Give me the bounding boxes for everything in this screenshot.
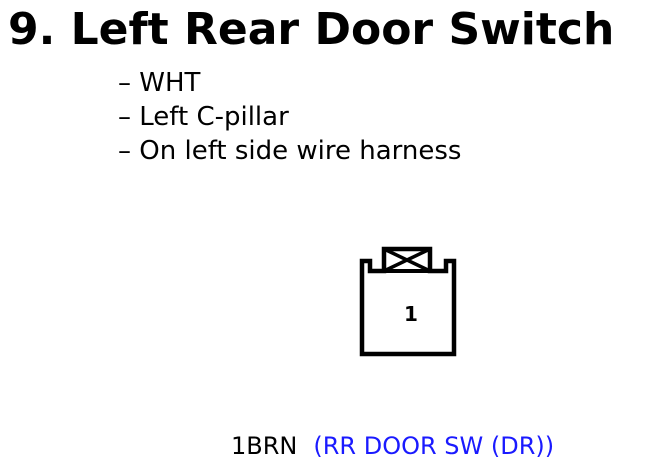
connector-latch-cross-b [383,247,431,273]
connector-location: – Left C-pillar [118,102,289,132]
wire-description: (RR DOOR SW (DR)) [313,432,555,460]
wire-label: 1BRN (RR DOOR SW (DR)) [231,430,554,462]
connector-diagram: 1 [359,246,457,357]
page-title: 9. Left Rear Door Switch [8,4,615,55]
connector-harness: – On left side wire harness [118,136,462,166]
connector-color: – WHT [118,68,201,98]
connector-outline [359,246,457,357]
connector-pin-label: 1 [404,302,418,326]
connector-info-list: – WHT – Left C-pillar – On left side wir… [118,66,461,168]
wire-code: 1BRN [231,432,298,460]
